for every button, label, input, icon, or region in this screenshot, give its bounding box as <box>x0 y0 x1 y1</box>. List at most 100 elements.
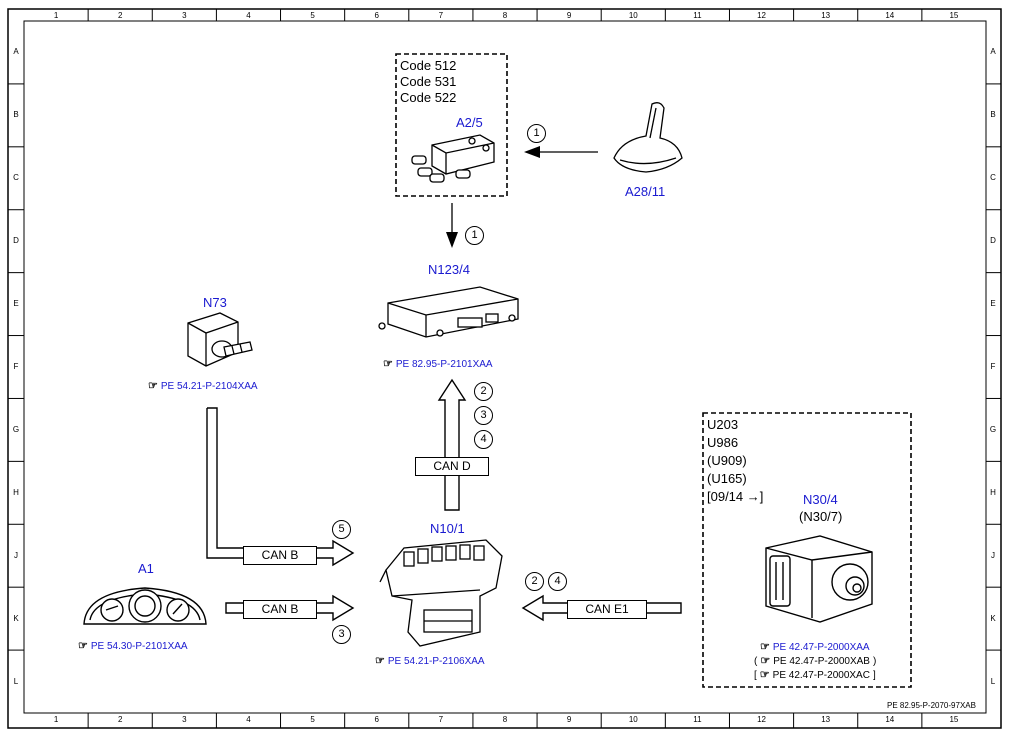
code-line-2: Code 531 <box>400 74 457 89</box>
ref-n123-4: ☞ PE 82.95-P-2101XAA <box>383 359 493 370</box>
grid-row-label: K <box>990 613 996 623</box>
grid-col-label: 12 <box>757 11 766 20</box>
antenna-fin-icon <box>613 102 683 173</box>
ref-n30-4-b: (☞ PE 42.47-P-2000XAB) <box>754 655 877 667</box>
grid-col-label: 7 <box>438 715 444 724</box>
grid-col-label: 13 <box>821 715 831 724</box>
label-n30-7: (N30/7) <box>799 509 843 524</box>
marker-a25: 1 <box>465 226 484 245</box>
outer-frame <box>7 8 1002 729</box>
control-unit-icon <box>378 286 519 338</box>
code-box <box>395 53 508 197</box>
grid-col-label: 1 <box>53 715 59 724</box>
grid-row-label: D <box>990 236 996 246</box>
grid-col-label: 2 <box>117 715 123 724</box>
grid-col-label: 4 <box>246 11 251 20</box>
model-line-3: (U909) <box>707 453 747 468</box>
grid-row-label: B <box>13 110 19 120</box>
marker-can-e1-2: 2 <box>525 572 544 591</box>
pointing-hand-icon: ☞ <box>760 641 770 653</box>
grid-col-label: 1 <box>53 11 59 20</box>
ref-n30-4-a-text: PE 42.47-P-2000XAA <box>772 641 870 653</box>
grid-col-label: 5 <box>310 11 315 20</box>
grid-col-label: 7 <box>438 11 444 20</box>
grid-col-label: 4 <box>246 715 251 724</box>
bus-label-can-e1: CAN E1 <box>567 600 647 619</box>
grid-col-label: 9 <box>566 11 572 20</box>
marker-can-d-3: 3 <box>474 406 493 425</box>
code-line-3: Code 522 <box>400 90 457 105</box>
ref-n30-4-c-text: PE 42.47-P-2000XAC <box>772 669 870 681</box>
ref-n73-text: PE 54.21-P-2104XAA <box>160 380 258 392</box>
grid-col-label: 8 <box>502 715 508 724</box>
code-line-1: Code 512 <box>400 58 457 73</box>
grid-row-label: L <box>13 676 19 686</box>
frame-ticks <box>8 9 1001 728</box>
grid-col-label: 6 <box>374 11 379 20</box>
label-a1: A1 <box>138 561 154 576</box>
grid-row-label: L <box>990 676 996 686</box>
grid-col-label: 14 <box>885 715 895 724</box>
marker-can-b-5: 5 <box>332 520 351 539</box>
grid-col-label: 3 <box>182 715 187 724</box>
pointing-hand-icon: ☞ <box>759 669 770 681</box>
can-d-bus-arrow <box>437 378 467 511</box>
grid-row-label: A <box>13 47 19 57</box>
grid-row-label: D <box>13 236 19 246</box>
marker-can-e1-4: 4 <box>548 572 567 591</box>
can-b-upper-bus-arrow <box>206 407 355 567</box>
model-box <box>702 412 912 688</box>
pointing-hand-icon: ☞ <box>383 358 393 370</box>
ref-n30-4-c: [☞ PE 42.47-P-2000XAC] <box>754 669 876 681</box>
grid-row-label: G <box>989 424 997 434</box>
ref-a1-text: PE 54.30-P-2101XAA <box>90 640 188 652</box>
ref-n10-1-text: PE 54.21-P-2106XAA <box>387 655 485 667</box>
grid-row-label: C <box>13 173 19 183</box>
a25-to-n123-arrowhead <box>446 232 458 248</box>
label-a2-5: A2/5 <box>456 115 483 130</box>
marker-a28: 1 <box>527 124 546 143</box>
bus-label-can-d: CAN D <box>415 457 489 476</box>
model-line-5: [09/14 →] <box>707 489 764 504</box>
bus-label-can-b-upper: CAN B <box>243 546 317 565</box>
grid-col-label: 6 <box>374 715 379 724</box>
antenna-splitter-icon <box>411 134 495 183</box>
grid-row-label: B <box>990 110 996 120</box>
grid-col-label: 11 <box>693 11 702 20</box>
label-n10-1: N10/1 <box>430 521 465 536</box>
a28-to-a25-arrowhead <box>524 146 540 158</box>
marker-can-b-3: 3 <box>332 625 351 644</box>
marker-can-d-4: 4 <box>474 430 493 449</box>
instrument-cluster-icon <box>83 587 207 625</box>
pointing-hand-icon: ☞ <box>78 640 88 652</box>
grid-row-label: A <box>990 47 996 57</box>
label-n30-4: N30/4 <box>803 492 838 507</box>
ignition-switch-icon <box>187 312 253 367</box>
grid-row-label: F <box>13 362 19 371</box>
label-n123-4: N123/4 <box>428 262 470 277</box>
grid-row-label: J <box>991 550 995 560</box>
model-line-4: (U165) <box>707 471 747 486</box>
bus-label-can-b-lower: CAN B <box>243 600 317 619</box>
model-line-1: U203 <box>707 417 739 432</box>
label-n73: N73 <box>203 295 227 310</box>
grid-col-label: 3 <box>182 11 187 20</box>
inner-frame <box>23 20 987 714</box>
grid-row-label: K <box>13 613 19 623</box>
ref-n10-1: ☞ PE 54.21-P-2106XAA <box>375 656 485 667</box>
esp-control-unit-icon <box>765 535 873 623</box>
grid-row-label: H <box>13 487 19 497</box>
marker-can-d-2: 2 <box>474 382 493 401</box>
grid-col-label: 15 <box>949 11 959 20</box>
footer-document-code: PE 82.95-P-2070-97XAB <box>887 701 976 710</box>
grid-row-label: E <box>13 299 19 309</box>
label-a28-11: A28/11 <box>625 184 666 199</box>
grid-col-label: 8 <box>502 11 508 20</box>
grid-col-label: 11 <box>693 715 702 724</box>
ref-n30-4-a: ☞ PE 42.47-P-2000XAA <box>760 642 870 653</box>
grid-col-label: 10 <box>628 11 638 20</box>
grid-col-label: 14 <box>885 11 895 20</box>
ref-n123-4-text: PE 82.95-P-2101XAA <box>395 358 493 370</box>
grid-row-label: E <box>990 299 996 309</box>
grid-col-label: 15 <box>949 715 959 724</box>
